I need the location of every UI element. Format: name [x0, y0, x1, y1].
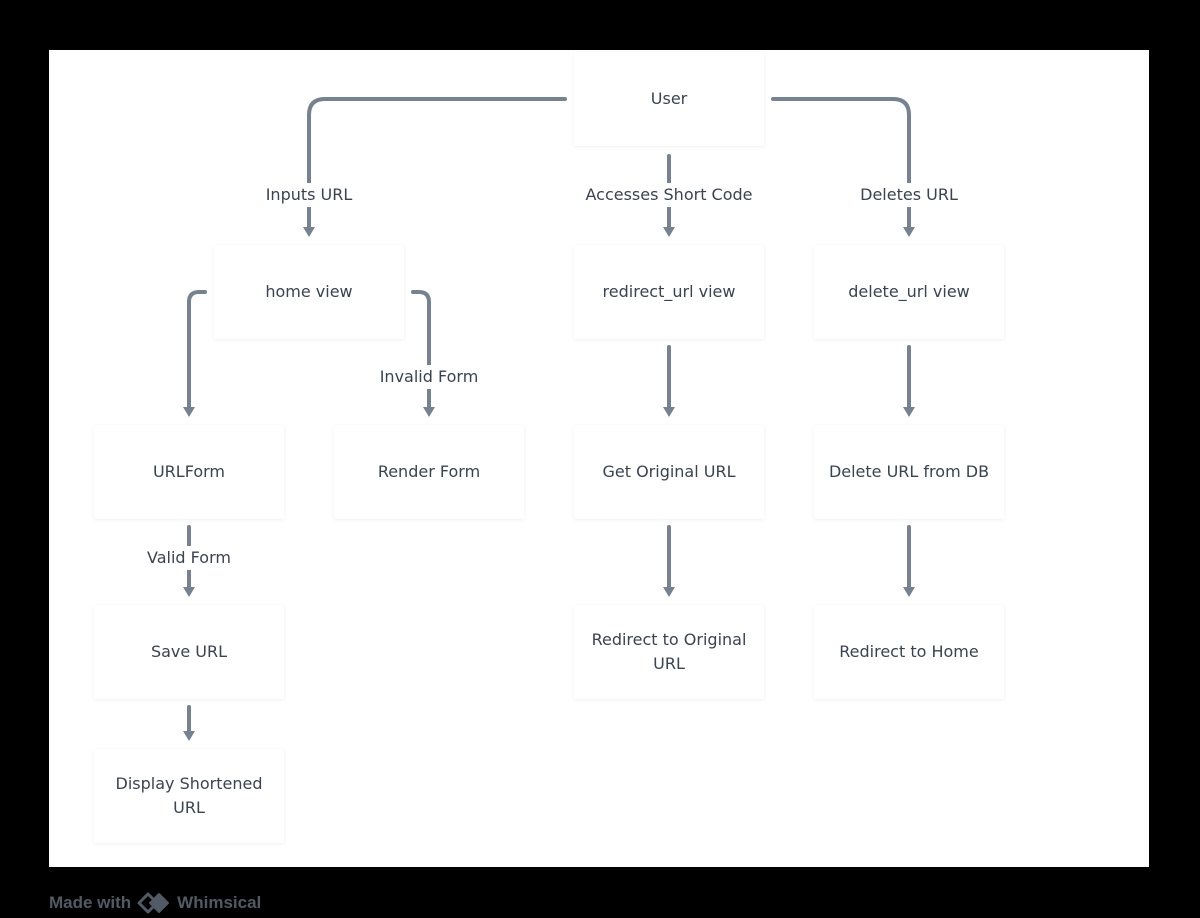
node-redirect-url-view[interactable]: redirect_url view: [574, 245, 764, 339]
arrowhead-delete-url-view: [903, 227, 915, 237]
arrowhead-redirect-to-original-url: [663, 587, 675, 597]
edge-label-valid-form: Valid Form: [143, 546, 235, 570]
node-user[interactable]: User: [574, 52, 764, 146]
arrowhead-save-url: [183, 587, 195, 597]
made-with-footer[interactable]: Made with Whimsical: [49, 888, 261, 918]
arrowhead-urlform: [183, 407, 195, 417]
arrowhead-display-shortened-url: [183, 731, 195, 741]
node-delete-url-from-db[interactable]: Delete URL from DB: [814, 425, 1004, 519]
node-home-view[interactable]: home view: [214, 245, 404, 339]
whimsical-logo-icon: [137, 892, 170, 914]
arrowhead-redirect-to-home: [903, 587, 915, 597]
edge-home-view-render-form: [411, 290, 431, 412]
edge-label-invalid-form: Invalid Form: [375, 365, 483, 389]
edge-home-view-urlform: [187, 290, 207, 412]
edge-user-delete-url-view: [771, 97, 911, 232]
node-display-shortened-url[interactable]: Display Shortened URL: [94, 749, 284, 843]
footer-brand: Whimsical: [177, 893, 262, 912]
node-urlform[interactable]: URLForm: [94, 425, 284, 519]
arrowhead-get-original-url: [663, 407, 675, 417]
arrowhead-home-view: [303, 227, 315, 237]
arrowhead-render-form: [423, 407, 435, 417]
edge-label-accesses-short-code: Accesses Short Code: [581, 183, 757, 207]
edge-label-inputs-url: Inputs URL: [261, 183, 357, 207]
diagram-canvas: User home view redirect_url view delete_…: [49, 50, 1149, 867]
node-redirect-to-home[interactable]: Redirect to Home: [814, 605, 1004, 699]
node-delete-url-view[interactable]: delete_url view: [814, 245, 1004, 339]
edge-user-home-view: [307, 97, 567, 232]
arrowhead-redirect-url-view: [663, 227, 675, 237]
node-render-form[interactable]: Render Form: [334, 425, 524, 519]
node-save-url[interactable]: Save URL: [94, 605, 284, 699]
arrowhead-delete-url-from-db: [903, 407, 915, 417]
node-get-original-url[interactable]: Get Original URL: [574, 425, 764, 519]
footer-prefix: Made with: [49, 893, 132, 912]
edge-label-deletes-url: Deletes URL: [856, 183, 962, 207]
node-redirect-to-original-url[interactable]: Redirect to Original URL: [574, 605, 764, 699]
